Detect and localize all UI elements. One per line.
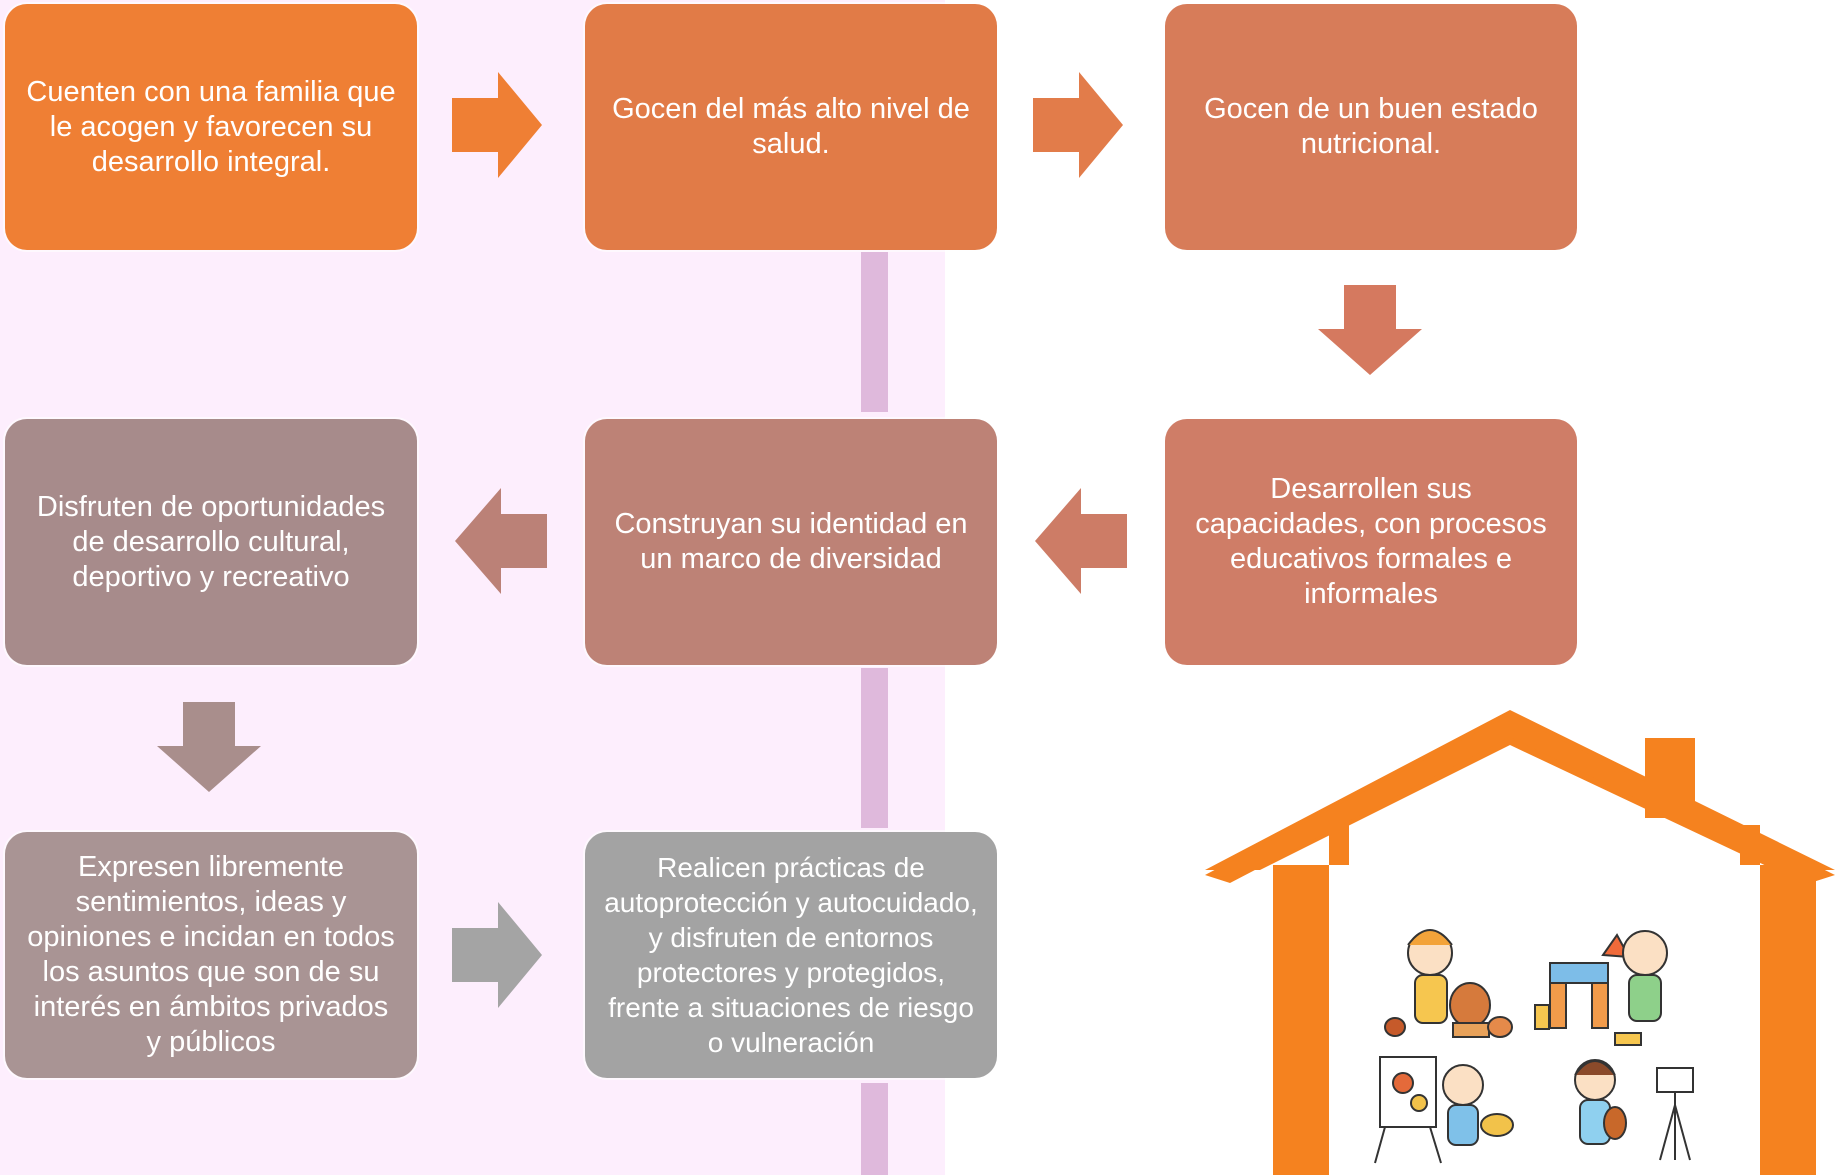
step-text: Gocen del más alto nivel de salud. xyxy=(612,93,970,160)
step-text: Desarrollen sus capacidades, con proceso… xyxy=(1195,473,1547,610)
step-text: Gocen de un buen estado nutricional. xyxy=(1204,93,1538,160)
step-box-autoproteccion: Realicen prácticas de autoprotección y a… xyxy=(585,832,997,1078)
connector-segment xyxy=(861,252,888,412)
step-text: Cuenten con una familia que le acogen y … xyxy=(26,75,396,178)
connector-segment xyxy=(861,668,888,828)
step-box-oportunidades: Disfruten de oportunidades de desarrollo… xyxy=(5,419,417,665)
child-painting xyxy=(1374,1056,1514,1164)
step-box-familia: Cuenten con una familia que le acogen y … xyxy=(5,4,417,250)
step-text: Disfruten de oportunidades de desarrollo… xyxy=(36,490,386,593)
arrow-right-icon xyxy=(452,902,542,1008)
child-violin xyxy=(1574,1059,1694,1161)
step-box-identidad: Construyan su identidad en un marco de d… xyxy=(585,419,997,665)
step-box-capacidades: Desarrollen sus capacidades, con proceso… xyxy=(1165,419,1577,665)
connector-segment xyxy=(861,1083,888,1175)
step-text: Expresen libremente sentimientos, ideas … xyxy=(27,851,395,1058)
arrow-right-icon xyxy=(452,72,542,178)
house-with-children-icon xyxy=(1205,710,1835,1175)
child-blocks xyxy=(1534,930,1668,1046)
arrow-down-icon xyxy=(1318,285,1422,375)
arrow-left-icon xyxy=(1035,488,1127,594)
arrow-down-icon xyxy=(157,702,261,792)
child-pottery xyxy=(1384,929,1513,1038)
step-text: Construyan su identidad en un marco de d… xyxy=(614,508,968,575)
step-box-expresion: Expresen libremente sentimientos, ideas … xyxy=(5,832,417,1078)
step-box-nutricion: Gocen de un buen estado nutricional. xyxy=(1165,4,1577,250)
step-box-salud: Gocen del más alto nivel de salud. xyxy=(585,4,997,250)
arrow-right-icon xyxy=(1033,72,1123,178)
arrow-left-icon xyxy=(455,488,547,594)
step-text: Realicen prácticas de autoprotección y a… xyxy=(604,852,978,1058)
